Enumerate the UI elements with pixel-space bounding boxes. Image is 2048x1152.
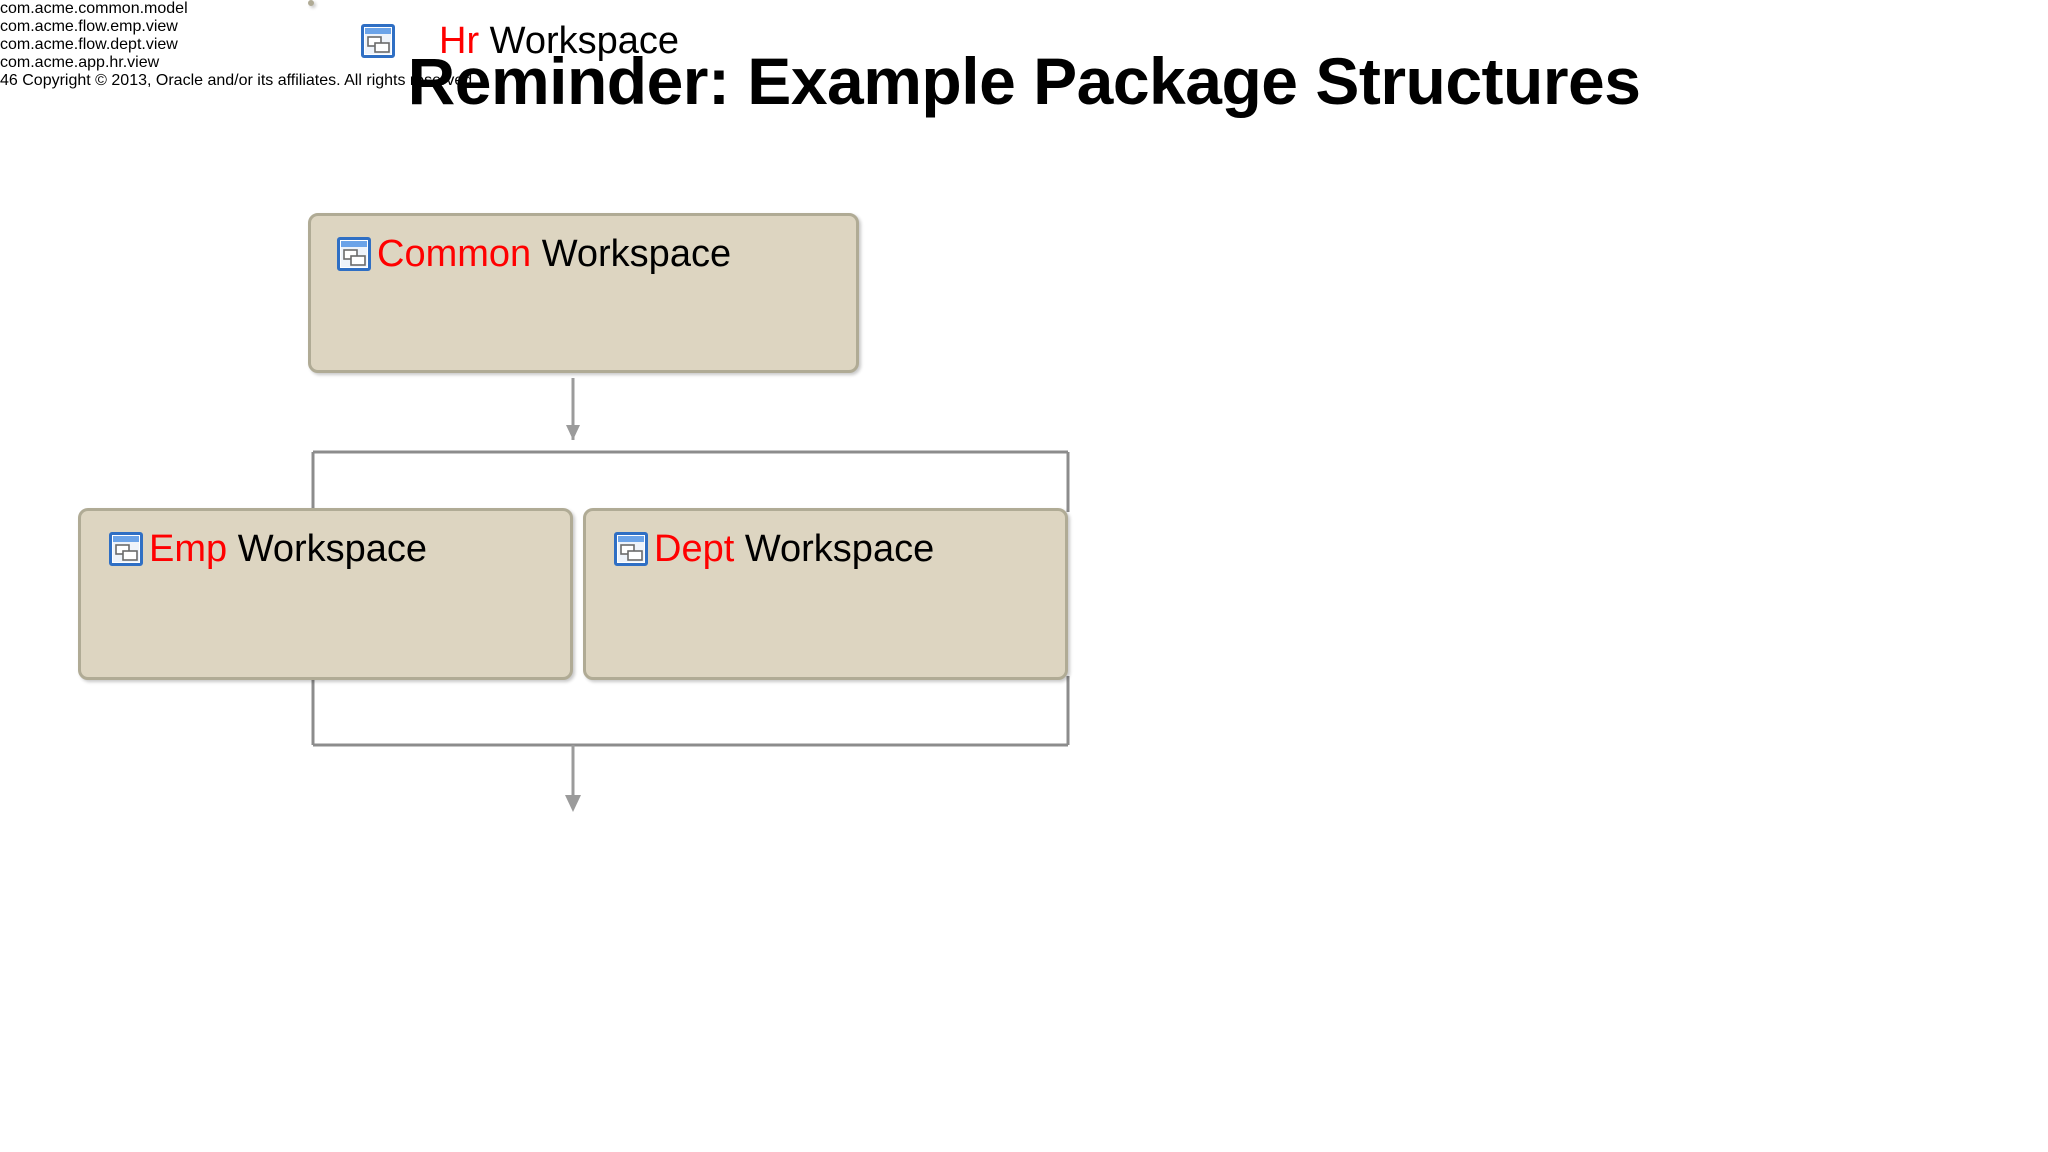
package-label-hr: com.acme.app.hr.view xyxy=(0,54,160,71)
workspace-header: Emp Workspace xyxy=(81,529,598,569)
workspace-box-dept[interactable]: Dept Workspace xyxy=(583,508,1068,680)
workspace-label: Dept Workspace xyxy=(654,529,934,569)
workspace-box-hr[interactable]: Hr Workspace xyxy=(308,0,679,61)
edge-children-to-hr xyxy=(311,676,1070,812)
workspace-window-icon xyxy=(614,532,648,566)
workspace-header: Hr Workspace xyxy=(311,21,679,61)
workspace-box-common[interactable]: Common Workspace xyxy=(308,213,859,373)
workspace-label-suffix: Workspace xyxy=(734,528,935,570)
workspace-label-highlight: Dept xyxy=(654,528,735,570)
workspace-window-icon xyxy=(361,24,395,58)
workspace-label-highlight: Common xyxy=(377,233,532,275)
workspace-window-icon xyxy=(109,532,143,566)
page-title: Reminder: Example Package Structures xyxy=(407,44,1641,118)
package-label-emp: com.acme.flow.emp.view xyxy=(0,18,178,35)
edge-common-to-children xyxy=(311,378,1070,512)
workspace-window-icon xyxy=(337,237,371,271)
workspace-header: Common Workspace xyxy=(311,234,882,274)
workspace-label-highlight: Emp xyxy=(149,528,228,570)
package-label-common: com.acme.common.model xyxy=(0,0,188,17)
slide-footer: 46 Copyright © 2013, Oracle and/or its a… xyxy=(0,72,2048,90)
workspace-label-suffix: Workspace xyxy=(479,20,680,62)
workspace-label: Common Workspace xyxy=(377,234,731,274)
workspace-header: Dept Workspace xyxy=(586,529,1093,569)
workspace-label-highlight: Hr xyxy=(439,20,480,62)
workspace-box-emp[interactable]: Emp Workspace xyxy=(78,508,573,680)
workspace-label: Hr Workspace xyxy=(439,21,679,61)
package-label-dept: com.acme.flow.dept.view xyxy=(0,36,178,53)
workspace-label-suffix: Workspace xyxy=(531,233,732,275)
page-number: 46 xyxy=(0,72,18,89)
workspace-label: Emp Workspace xyxy=(149,529,427,569)
workspace-label-suffix: Workspace xyxy=(227,528,428,570)
copyright-text: Copyright © 2013, Oracle and/or its affi… xyxy=(22,72,477,89)
